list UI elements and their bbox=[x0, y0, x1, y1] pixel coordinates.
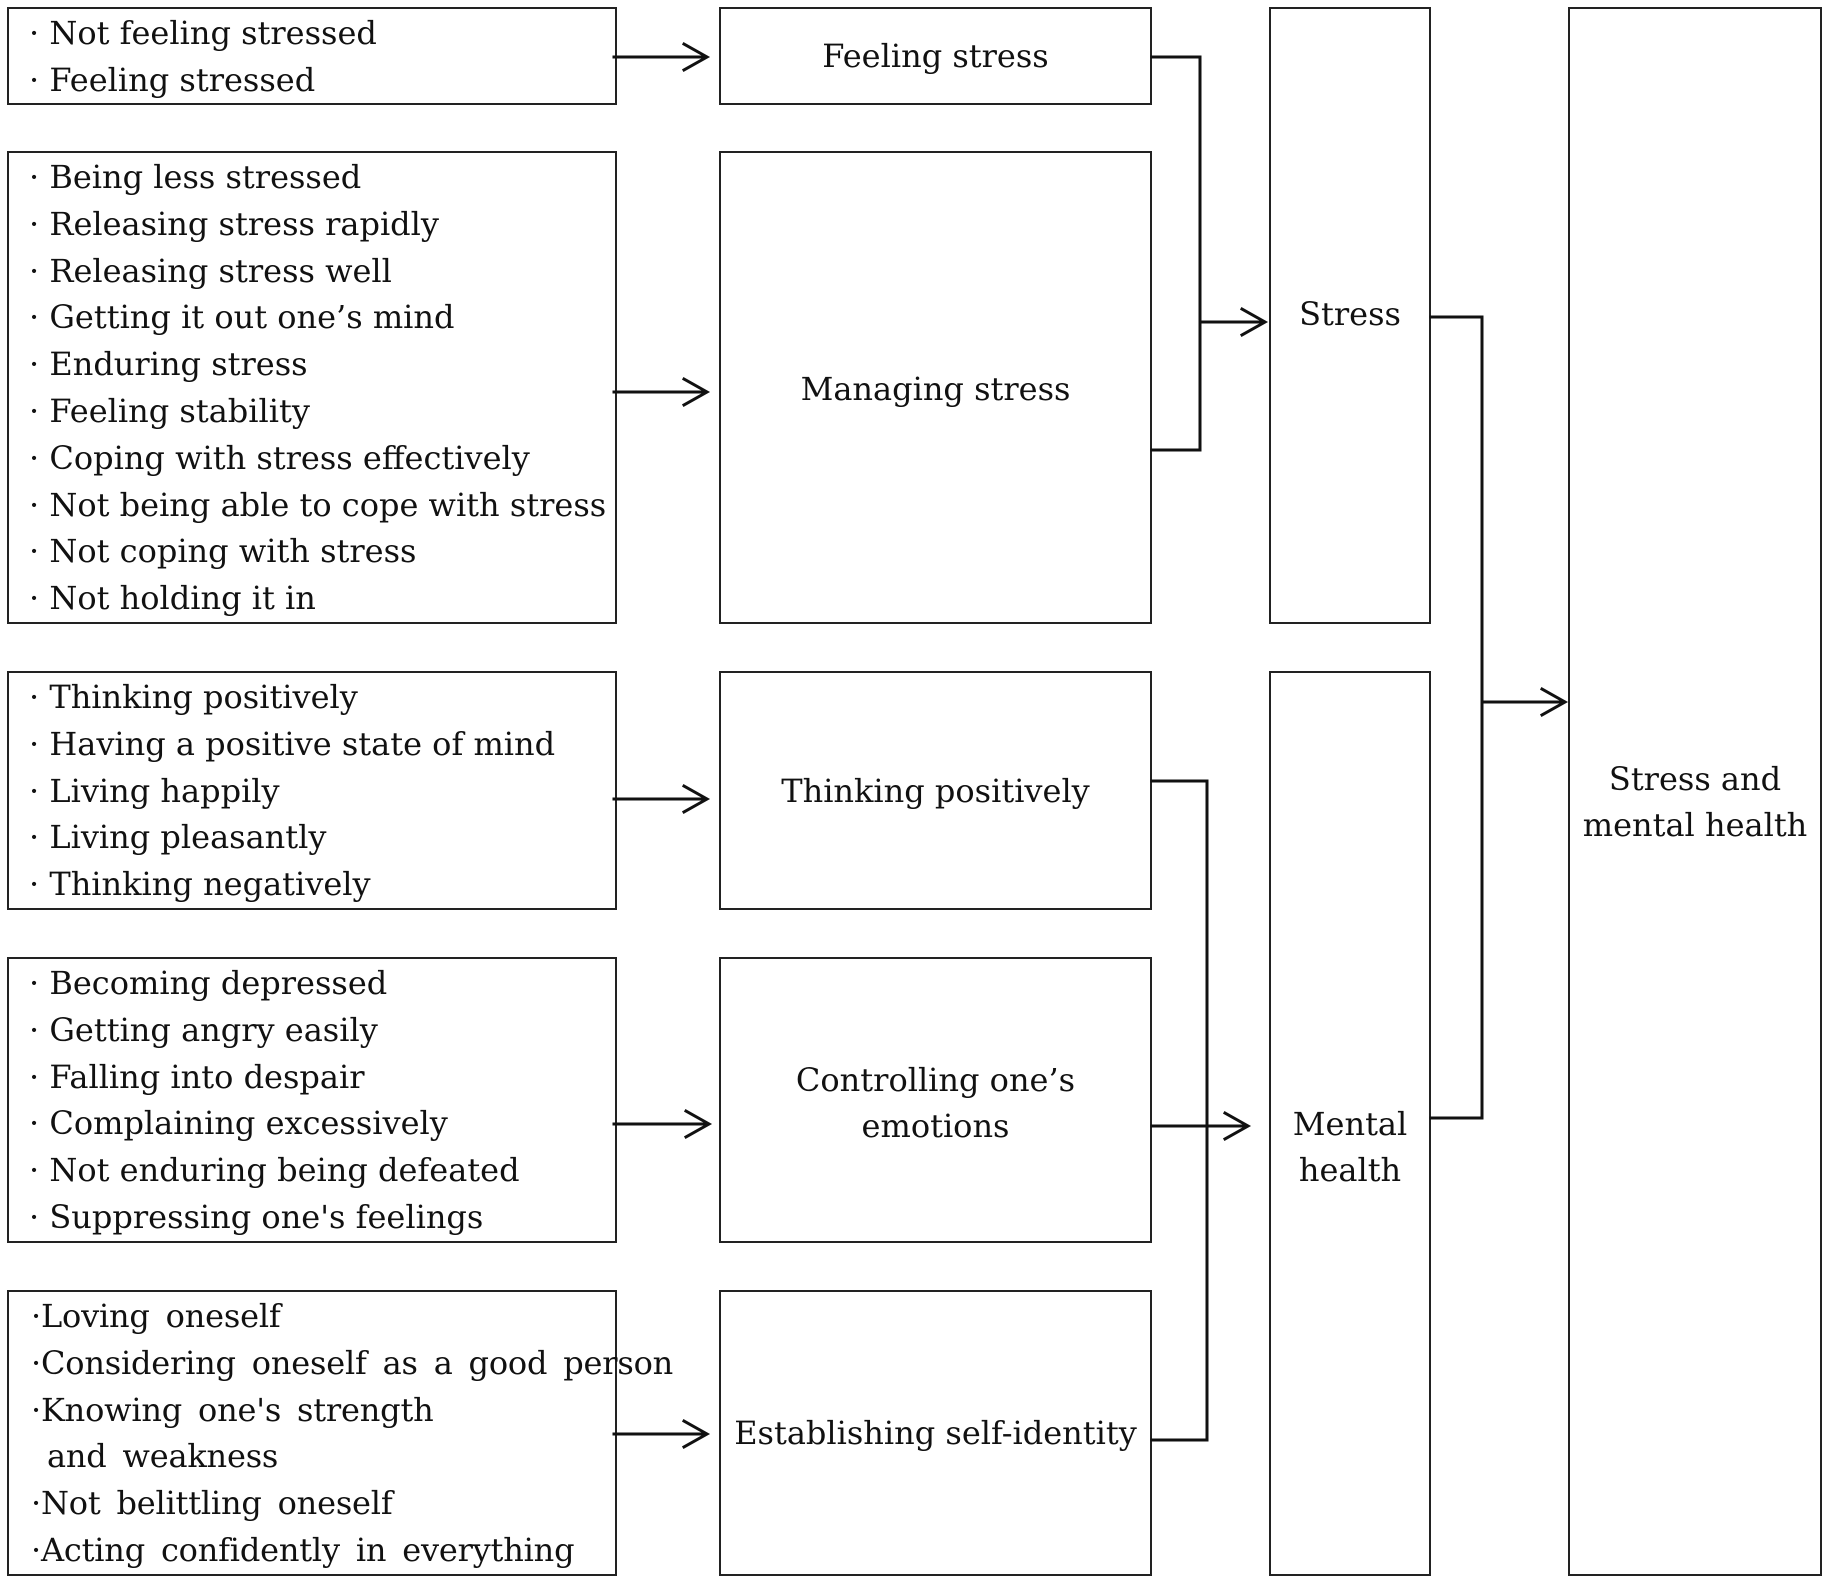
list-item: · Not enduring being defeated bbox=[29, 1151, 520, 1190]
list-item: · Thinking positively bbox=[29, 678, 358, 716]
subtheme-self-identity: Establishing self-identity bbox=[719, 1290, 1152, 1576]
theme-label-line: Mental bbox=[1292, 1104, 1408, 1143]
list-item: · Falling into despair bbox=[29, 1057, 365, 1096]
core-theme: Stress and mental health bbox=[1568, 7, 1822, 1576]
core-theme-line: Stress and bbox=[1608, 759, 1782, 798]
arrowhead bbox=[1239, 306, 1269, 338]
items-box-controlling-emotions: · Becoming depressed · Getting angry eas… bbox=[7, 957, 617, 1243]
list-item: · Being less stressed bbox=[29, 158, 362, 196]
list-item: · Having a positive state of mind bbox=[29, 724, 556, 763]
subtheme-label: Establishing self-identity bbox=[734, 1414, 1137, 1452]
subtheme-label: Thinking positively bbox=[781, 771, 1090, 810]
list-item: · Enduring stress bbox=[29, 345, 308, 384]
theme-stress: Stress bbox=[1269, 7, 1431, 624]
theme-label: Mental health bbox=[1293, 1101, 1407, 1193]
list-item: · Suppressing one's feelings bbox=[29, 1197, 484, 1236]
arrowhead bbox=[1539, 686, 1569, 718]
list-item: · Not coping with stress bbox=[29, 532, 417, 571]
subtheme-controlling-emotions: Controlling one’s emotions bbox=[719, 957, 1152, 1243]
subtheme-label: Controlling one’s emotions bbox=[795, 1061, 1076, 1145]
theme-mental-health: Mental health bbox=[1269, 671, 1431, 1576]
arrowhead bbox=[681, 1418, 711, 1450]
list-item: · Not feeling stressed bbox=[29, 14, 377, 52]
arrowhead bbox=[681, 376, 711, 408]
list-item: · Feeling stressed bbox=[29, 60, 316, 99]
list-item: · Releasing stress well bbox=[29, 251, 392, 290]
list-item: ·Loving oneself bbox=[31, 1297, 281, 1335]
bracket-mental-health bbox=[1150, 779, 1209, 1442]
list-item: · Getting it out one’s mind bbox=[29, 298, 455, 337]
list-item: · Not being able to cope with stress bbox=[29, 485, 607, 524]
list-item: · Coping with stress effectively bbox=[29, 438, 530, 477]
subtheme-managing-stress: Managing stress bbox=[719, 151, 1152, 624]
arrowhead bbox=[681, 41, 711, 73]
list-item: ·Not belittling oneself bbox=[31, 1484, 393, 1523]
list-item: · Becoming depressed bbox=[29, 964, 388, 1002]
list-item: · Living pleasantly bbox=[29, 818, 327, 857]
subtheme-feeling-stress: Feeling stress bbox=[719, 7, 1152, 105]
items-box-self-identity: ·Loving oneself ·Considering oneself as … bbox=[7, 1290, 674, 1576]
arrowhead bbox=[1222, 1110, 1252, 1142]
list-item: · Living happily bbox=[29, 771, 280, 810]
core-theme-label: Stress and mental health bbox=[1583, 756, 1808, 848]
list-item: · Not holding it in bbox=[29, 579, 316, 618]
list-item: · Complaining excessively bbox=[29, 1104, 448, 1143]
list-item: · Getting angry easily bbox=[29, 1010, 378, 1049]
arrowhead bbox=[683, 1108, 713, 1140]
items-box-feeling-stress: · Not feeling stressed · Feeling stresse… bbox=[7, 7, 617, 105]
subtheme-label: Feeling stress bbox=[822, 37, 1049, 75]
theme-label-line: health bbox=[1298, 1150, 1402, 1189]
items-box-thinking-positively: · Thinking positively · Having a positiv… bbox=[7, 671, 617, 910]
list-item: · Releasing stress rapidly bbox=[29, 204, 439, 243]
bracket-stress bbox=[1150, 55, 1202, 452]
subtheme-thinking-positively: Thinking positively bbox=[719, 671, 1152, 910]
subtheme-label: Managing stress bbox=[800, 369, 1071, 408]
theme-label: Stress bbox=[1299, 295, 1401, 333]
arrowhead bbox=[681, 783, 711, 815]
list-item: ·Knowing one's strength and weakness bbox=[31, 1390, 434, 1476]
bracket-core bbox=[1429, 315, 1484, 1120]
items-box-managing-stress: · Being less stressed · Releasing stress… bbox=[7, 151, 617, 624]
list-item: ·Acting confidently in everything bbox=[31, 1530, 575, 1569]
list-item: ·Considering oneself as a good person bbox=[31, 1343, 674, 1382]
list-item: · Feeling stability bbox=[29, 391, 310, 430]
core-theme-line: mental health bbox=[1582, 805, 1808, 844]
list-item: · Thinking negatively bbox=[29, 865, 371, 904]
